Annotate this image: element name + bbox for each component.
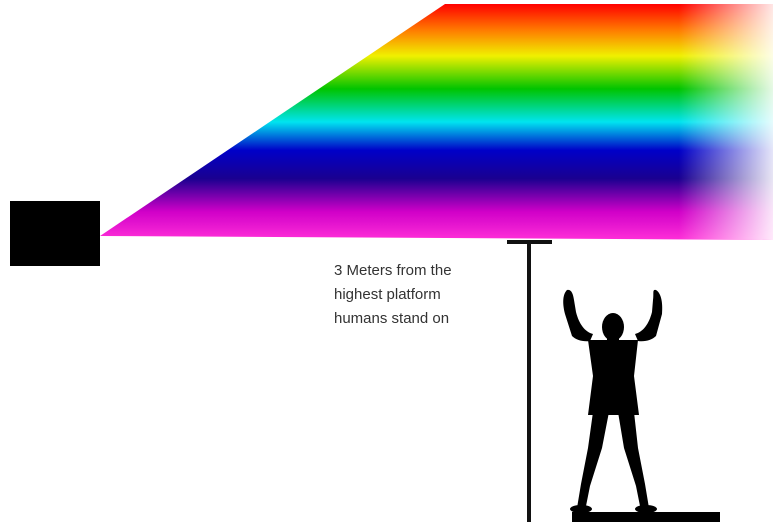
caption-line-2: highest platform (334, 283, 524, 307)
projector-box (10, 201, 100, 266)
rainbow-beam (100, 4, 773, 240)
height-caption: 3 Meters from the highest platform human… (334, 259, 524, 331)
caption-line-1: 3 Meters from the (334, 259, 524, 283)
caption-line-3: humans stand on (334, 307, 524, 331)
human-silhouette-icon (563, 290, 720, 522)
